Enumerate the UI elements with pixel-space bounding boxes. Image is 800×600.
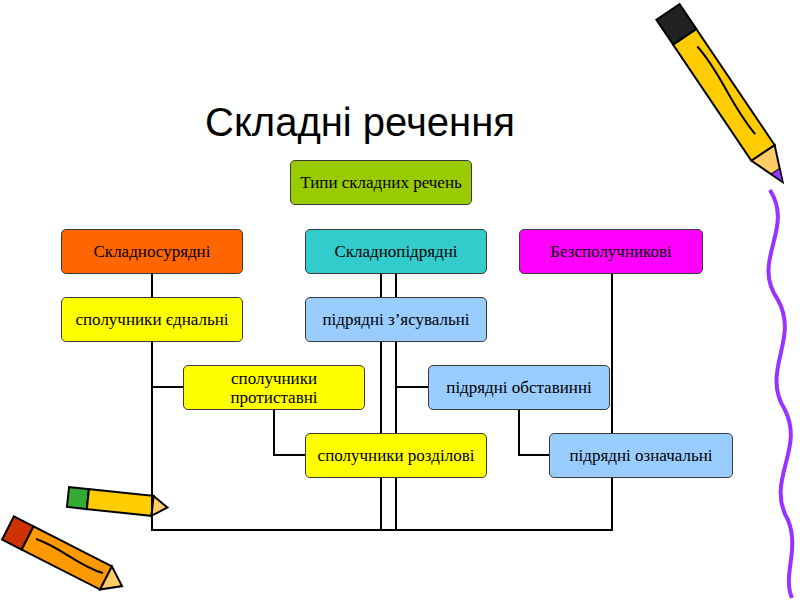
pencil-tip (151, 496, 168, 517)
type-box: підрядні з’ясувальні (305, 297, 487, 342)
pencil-illustration (67, 487, 169, 517)
box-label: підрядні з’ясувальні (322, 310, 469, 329)
type-box: Складносурядні (61, 229, 243, 274)
pencil-body (87, 489, 154, 516)
box-label: Складносурядні (94, 242, 211, 261)
box-label: сполучники розділові (318, 446, 475, 465)
pencil-tip (751, 145, 794, 190)
pencil-body (22, 526, 112, 589)
diagram-title: Складні речення (150, 100, 570, 145)
type-box: підрядні обставинні (428, 365, 610, 410)
box-label: сполучники єднальні (75, 310, 228, 329)
type-box: Складнопідрядні (305, 229, 487, 274)
type-box: Типи складних речень (290, 160, 472, 205)
connector-line (274, 410, 305, 455)
pencil-tip (100, 566, 128, 597)
type-box: сполучники протиставні (183, 365, 365, 410)
box-label: Складнопідрядні (334, 242, 457, 261)
pencil-illustration (2, 516, 128, 597)
box-label: підрядні означальні (570, 446, 713, 465)
wavy-line (768, 190, 792, 598)
box-label: підрядні обставинні (446, 378, 591, 397)
type-box: сполучники єднальні (61, 297, 243, 342)
type-box: підрядні означальні (549, 433, 733, 478)
pencil-stripe (696, 46, 758, 135)
pencil-eraser (67, 487, 89, 509)
connector-line (519, 410, 549, 455)
pencil-illustration (656, 4, 794, 190)
box-label: Типи складних речень (300, 173, 462, 192)
pencil-stripe (35, 538, 103, 574)
pencil-body (673, 29, 775, 161)
pencil-lead (771, 168, 787, 184)
box-label: сполучники протиставні (190, 369, 358, 407)
box-label: Безсполучникові (550, 242, 672, 261)
type-box: сполучники розділові (305, 433, 487, 478)
type-box: Безсполучникові (519, 229, 703, 274)
